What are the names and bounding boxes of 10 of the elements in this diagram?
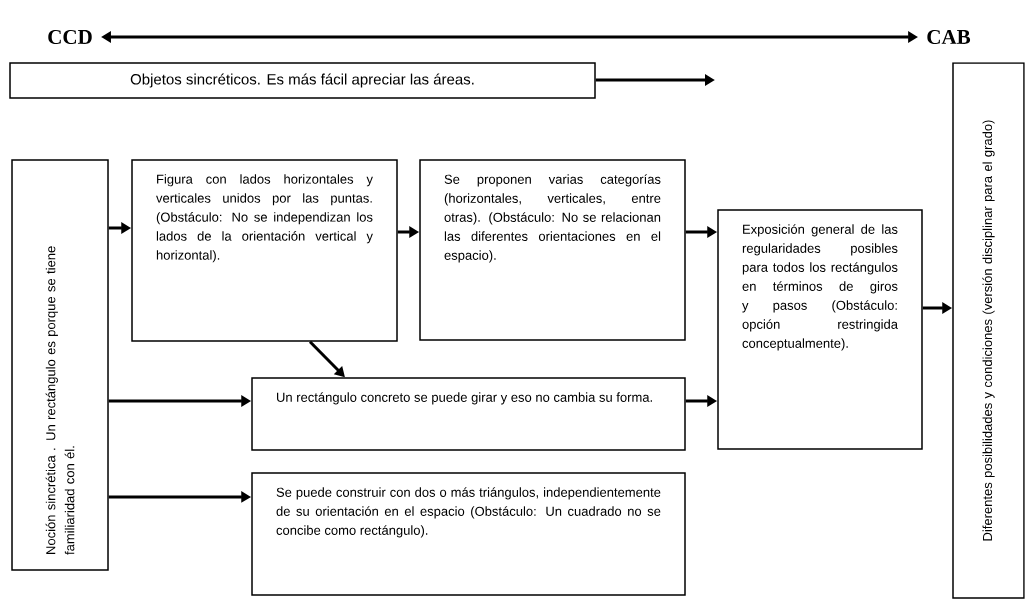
text-box: Se puede construir con dos o más triángulos, independientemente de su orientación en el espacio (Obstáculo: Un cuadrado no se concibe como rectángulo). — [251, 472, 686, 596]
text-box: Un rectángulo concreto se puede girar y eso no cambia su forma. — [251, 377, 686, 451]
text-box: Objetos sincréticos. Es más fácil apreciar las áreas. — [9, 62, 596, 99]
axis-label: CCD — [48, 29, 92, 45]
vertical-box: Diferentes posibilidades y condiciones (versión disciplinar para el grado) — [952, 62, 1025, 599]
text-box: Se proponen varias categorías (horizontales, verticales, entre otras). (Obstáculo: No se relacionan las diferentes orientaciones en el espacio). — [419, 159, 686, 341]
vertical-box: Noción sincrética . Un rectángulo es porque se tiene familiaridad con él. — [11, 159, 109, 571]
text-box: Exposición general de las regularidades posibles para todos los rectángulos en términos de giros y pasos (Obstáculo: opción restringida conceptualmente). — [717, 209, 923, 450]
axis-label: CAB — [927, 29, 971, 45]
text-box: Figura con lados horizontales y verticales unidos por las puntas. (Obstáculo: No se independizan los lados de la orientación vertical y horizontal). — [131, 159, 398, 342]
